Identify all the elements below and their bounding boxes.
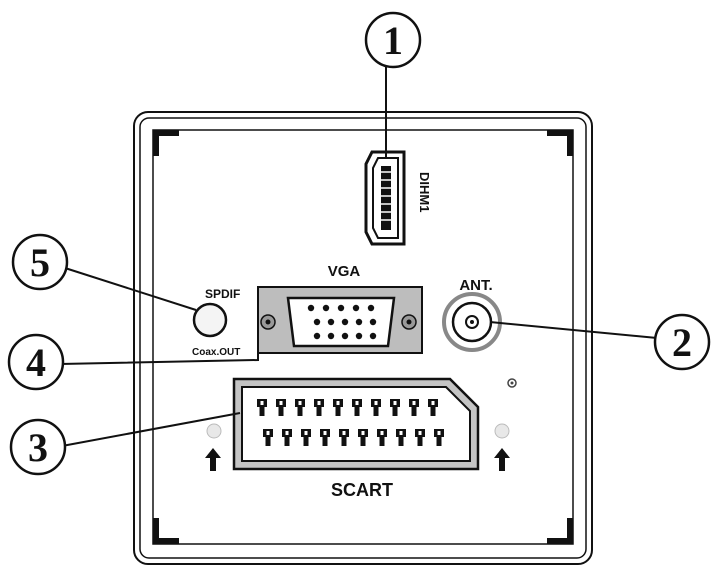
corner-brackets <box>153 130 573 544</box>
svg-text:2: 2 <box>672 320 692 365</box>
scart-pin <box>320 429 330 446</box>
vga-label: VGA <box>328 263 361 280</box>
scart-pin <box>295 399 305 416</box>
scart-pin <box>301 429 311 446</box>
scart-pin <box>276 399 286 416</box>
vga-pin <box>327 318 335 326</box>
leader-line-5 <box>64 267 197 311</box>
scart-pin <box>377 429 387 446</box>
scart-pin <box>409 399 419 416</box>
scart-port-icon <box>232 377 480 471</box>
vga-pin <box>337 304 345 312</box>
hdmi-label: DIHM1 <box>417 172 432 212</box>
scart-pin <box>314 399 324 416</box>
vga-pin <box>367 304 375 312</box>
callout-5: 5 <box>11 233 69 291</box>
arrow-up-icon <box>494 448 510 471</box>
scart-pin <box>352 399 362 416</box>
svg-text:1: 1 <box>383 18 403 63</box>
leader-lines <box>59 66 658 447</box>
indicator-dot-icon <box>507 378 517 388</box>
scart-pin <box>371 399 381 416</box>
panel-frame <box>133 111 593 565</box>
callout-2: 2 <box>653 313 711 371</box>
vga-pin <box>341 318 349 326</box>
vga-pin <box>313 332 321 340</box>
vga-pin <box>327 332 335 340</box>
vga-pins <box>307 304 377 340</box>
vga-pin <box>355 332 363 340</box>
vga-pin <box>307 304 315 312</box>
vga-pin <box>313 318 321 326</box>
hdmi-port-icon <box>364 150 406 246</box>
vga-pin <box>369 332 377 340</box>
scart-label: SCART <box>331 480 393 500</box>
spdif-label: SPDIF <box>205 287 240 301</box>
callout-4: 4 <box>7 333 65 391</box>
vga-pin <box>369 318 377 326</box>
leader-line-4 <box>59 353 259 365</box>
scart-pin <box>257 399 267 416</box>
callout-3: 3 <box>9 418 67 476</box>
scart-pin <box>339 429 349 446</box>
coax-jack-icon <box>192 302 228 338</box>
vga-pin <box>352 304 360 312</box>
scart-pin <box>333 399 343 416</box>
antenna-jack-icon <box>442 292 502 352</box>
callout-1: 1 <box>364 11 422 69</box>
vga-pin <box>322 304 330 312</box>
scart-pin <box>282 429 292 446</box>
scart-pin <box>396 429 406 446</box>
vga-port-icon <box>257 286 423 354</box>
vga-pin <box>355 318 363 326</box>
vga-pin <box>341 332 349 340</box>
coax-out-label: Coax.OUT <box>192 347 240 358</box>
scart-pin <box>390 399 400 416</box>
svg-text:5: 5 <box>30 240 50 285</box>
scart-pin <box>263 429 273 446</box>
mounting-holes <box>206 423 510 439</box>
scart-pins <box>257 399 444 446</box>
svg-text:4: 4 <box>26 340 46 385</box>
scart-pin <box>358 429 368 446</box>
scart-pin <box>428 399 438 416</box>
leader-line-2 <box>489 321 658 339</box>
scart-pin <box>415 429 425 446</box>
scart-pin <box>434 429 444 446</box>
leader-line-3 <box>61 412 241 447</box>
arrow-up-icon <box>205 448 221 471</box>
svg-text:3: 3 <box>28 425 48 470</box>
antenna-label: ANT. <box>459 277 492 294</box>
